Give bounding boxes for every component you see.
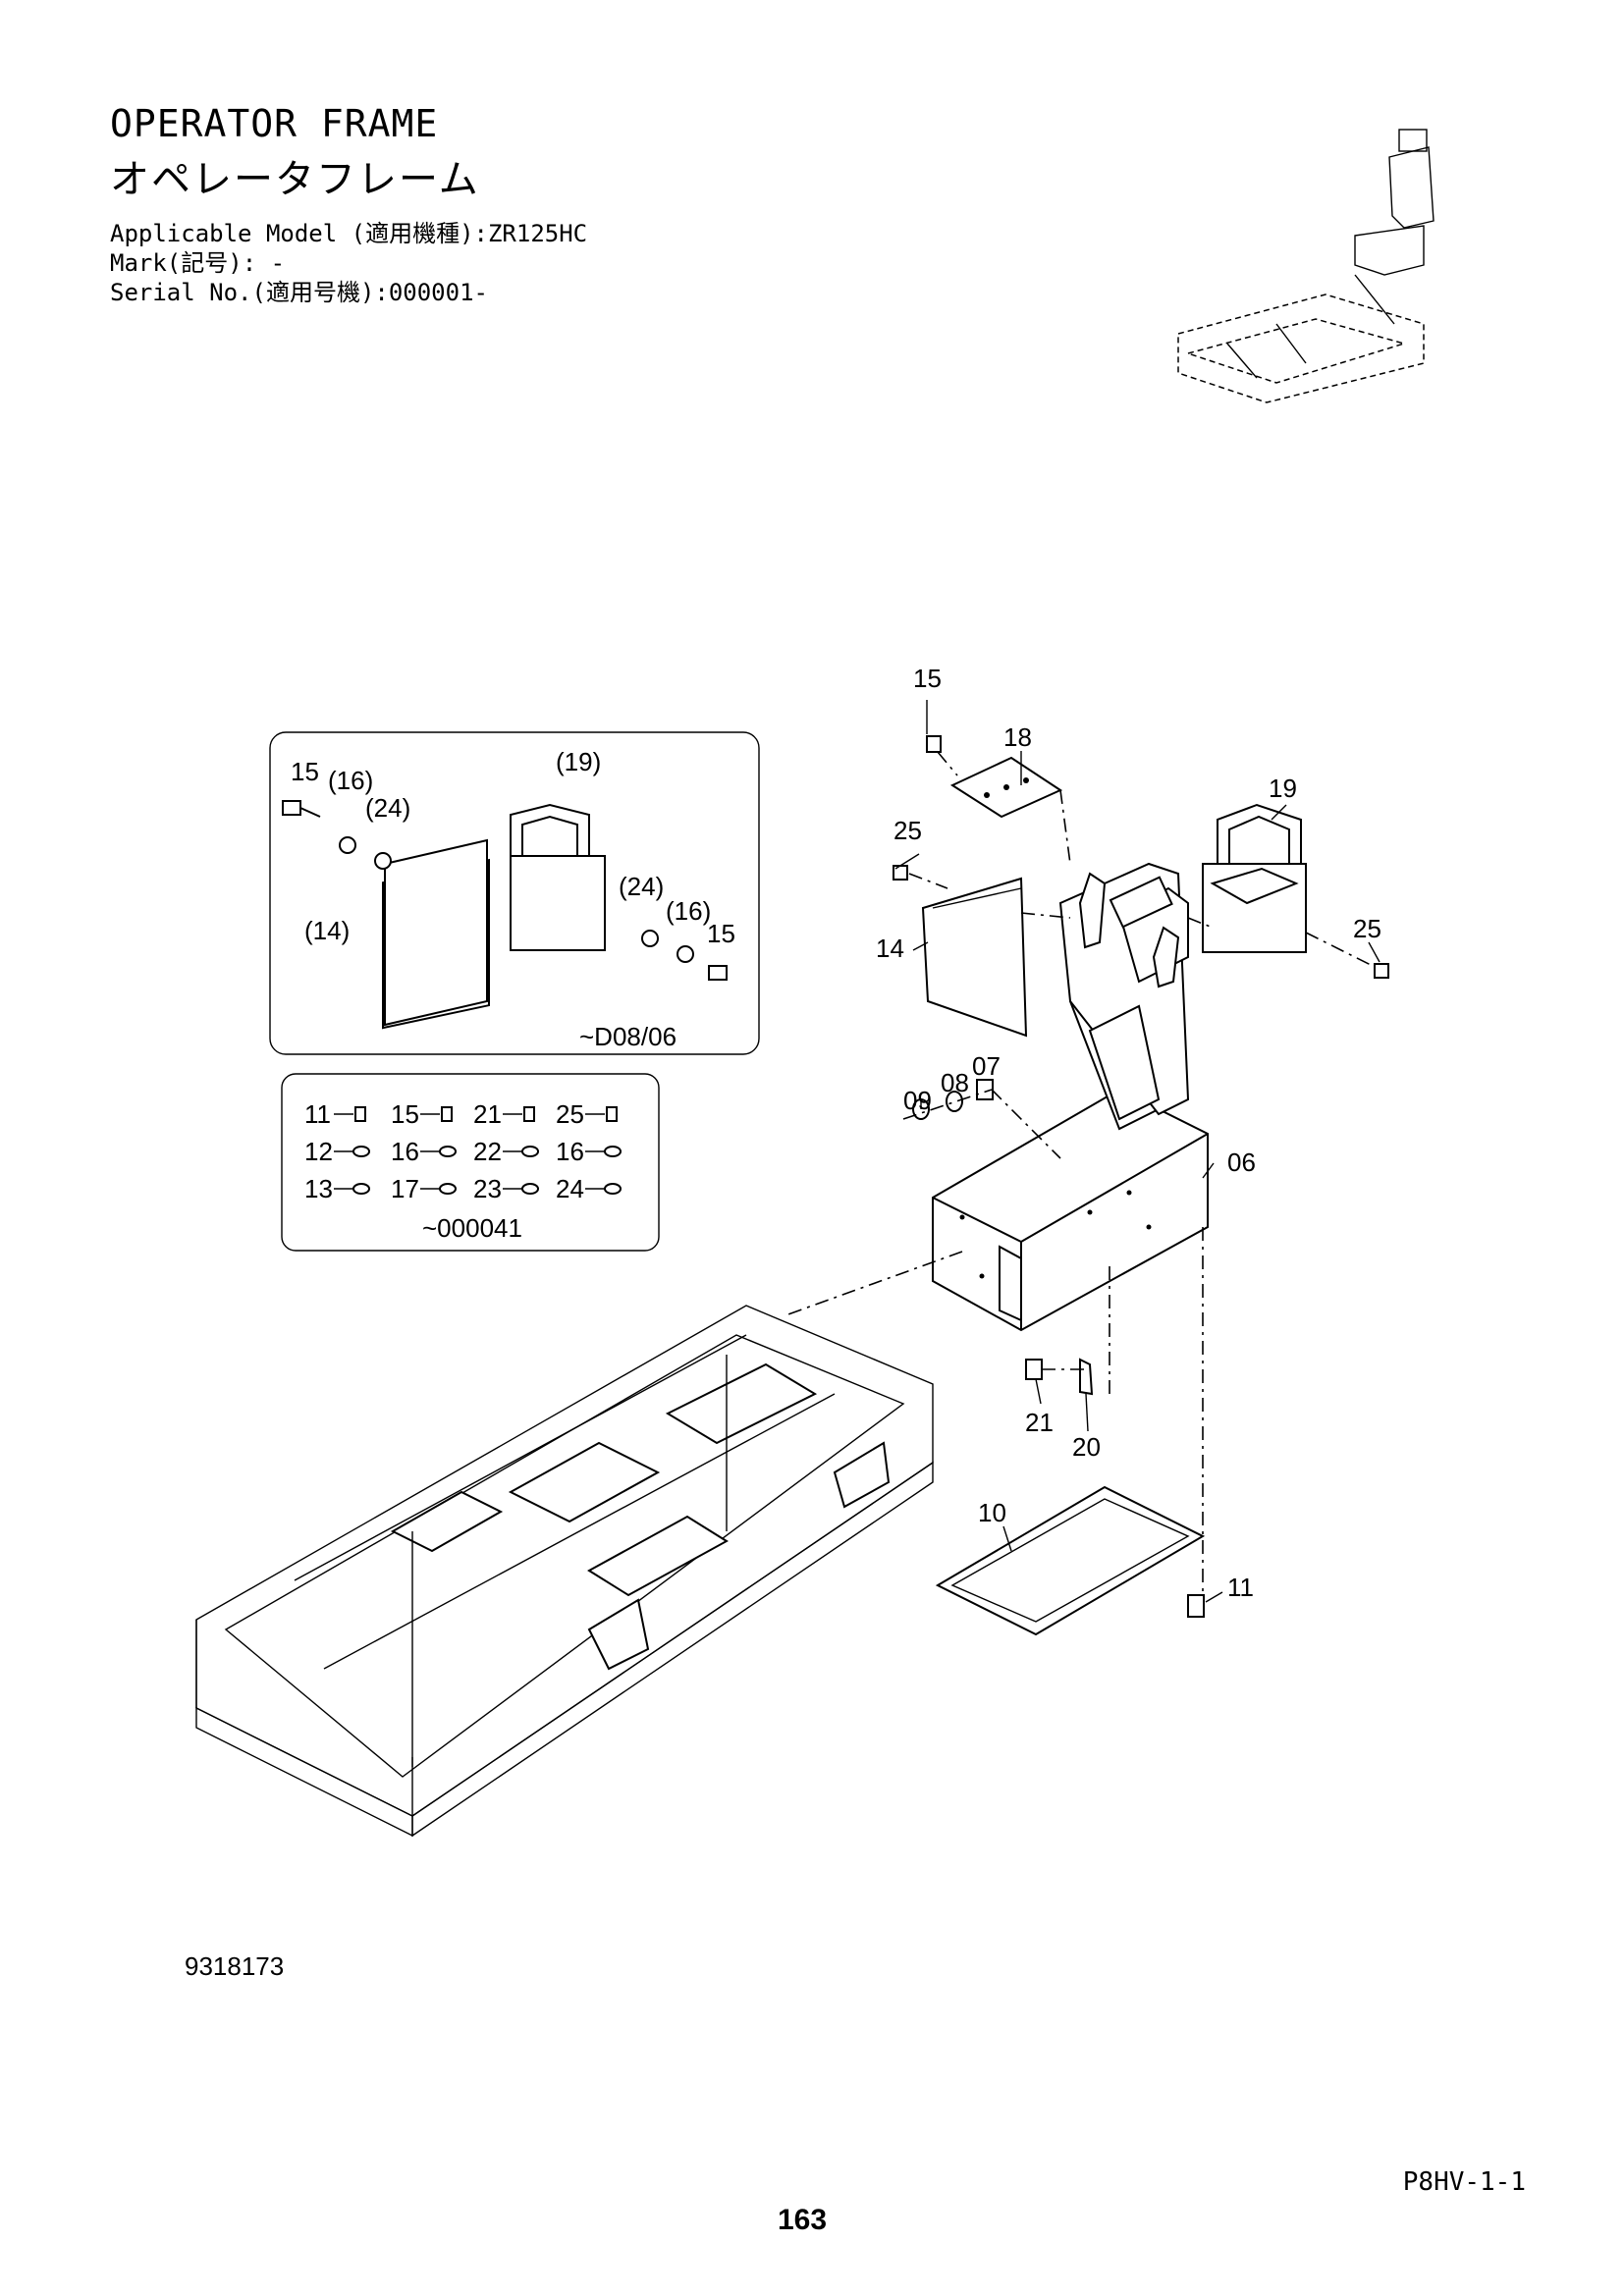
title-japanese: オペレータフレーム: [110, 157, 480, 202]
callout-11: 11: [1227, 1573, 1254, 1602]
inset-hardware-left: [282, 800, 392, 870]
hw-25: 25: [556, 1099, 584, 1129]
callout-18: 18: [1003, 722, 1032, 752]
bolt-25a: [893, 865, 908, 881]
callout-15: 15: [913, 664, 942, 693]
callout-07: 07: [972, 1051, 1001, 1081]
handle-bracket-19: [1202, 803, 1307, 953]
hw-serial-note: ~000041: [422, 1213, 522, 1243]
machine-thumbnail: [1177, 129, 1435, 403]
callout-09: 09: [903, 1086, 932, 1115]
assembly-lines: [785, 751, 1376, 1595]
inset-label-19: (19): [556, 747, 601, 776]
inset-old-config: 15 (16) (24) (19) (14) (24) (16) 15 ~D08…: [269, 731, 760, 1055]
inset-handle: [510, 803, 590, 856]
operator-base-frame: [195, 1305, 934, 1838]
inset-bracket-19: [510, 855, 606, 951]
inset-hardware: 11 15 21 25 12 16 22 16 13 17 23 24 ~000…: [281, 1073, 660, 1252]
clip-20: [1079, 1358, 1094, 1396]
hw-16b: 16: [556, 1137, 584, 1166]
inset-label-14: (14): [304, 916, 350, 945]
bolt-25b: [1374, 963, 1389, 979]
hw-22: 22: [473, 1137, 502, 1166]
hw-13: 13: [304, 1174, 333, 1203]
bolt-21: [1025, 1359, 1043, 1380]
page-code: P8HV-1-1: [1402, 2167, 1526, 2197]
hw-24: 24: [556, 1174, 584, 1203]
inset-hardware-right: [641, 930, 728, 981]
plate-10: [935, 1485, 1206, 1636]
callout-25-right: 25: [1353, 914, 1381, 943]
inset-label-24b: (24): [619, 872, 664, 901]
serial-no: Serial No.(適用号機):000001-: [110, 273, 488, 307]
mark: Mark(記号): -: [110, 243, 285, 278]
title-english: OPERATOR FRAME: [110, 102, 439, 145]
frame-cross-member: [508, 1441, 661, 1523]
hw-17: 17: [391, 1174, 419, 1203]
drawing-number: 9318173: [185, 1951, 285, 1981]
inset-label-16: (16): [328, 766, 373, 795]
callout-14: 14: [876, 934, 904, 963]
washer-08: [946, 1091, 963, 1112]
callouts: 15 18 25 19 25 14 09 08 07 06 21 20 10 1…: [876, 664, 1381, 1602]
inset-serial-note: ~D08/06: [579, 1022, 677, 1051]
inset-label-16b: (16): [666, 896, 711, 926]
callout-25-left: 25: [893, 816, 922, 845]
callout-21: 21: [1025, 1408, 1054, 1437]
cover-14: [921, 877, 1028, 1038]
hw-23: 23: [473, 1174, 502, 1203]
applicable-model: Applicable Model (適用機種):ZR125HC: [110, 214, 587, 248]
inset-cover-14: [384, 838, 488, 1027]
bolt-11: [1187, 1594, 1205, 1618]
callout-10: 10: [978, 1498, 1006, 1527]
callout-08: 08: [941, 1068, 969, 1097]
callout-19: 19: [1269, 774, 1297, 803]
hw-15: 15: [391, 1099, 419, 1129]
hardware-parts: [893, 735, 1389, 1618]
inset-label-24: (24): [365, 793, 410, 823]
mark-text: Mark(記号): -: [110, 249, 286, 277]
inset-label-15b: 15: [707, 919, 735, 948]
applicable-model-text: Applicable Model (適用機種):ZR125HC: [110, 220, 588, 247]
column-bracket-left: [1078, 872, 1107, 949]
hw-21: 21: [473, 1099, 502, 1129]
hw-16: 16: [391, 1137, 419, 1166]
console-base-06: [932, 1088, 1209, 1332]
serial-no-text: Serial No.(適用号機):000001-: [110, 279, 488, 306]
console-column: [1058, 862, 1190, 1131]
callout-20: 20: [1072, 1432, 1101, 1462]
bolt-15: [926, 735, 942, 753]
callout-06: 06: [1227, 1148, 1256, 1177]
page-number: 163: [778, 2204, 828, 2236]
leader-lines: [894, 700, 1380, 1603]
hw-11: 11: [304, 1099, 331, 1129]
hw-12: 12: [304, 1137, 333, 1166]
column-bracket-right: [1152, 926, 1180, 988]
inset-label-15: 15: [291, 757, 319, 786]
